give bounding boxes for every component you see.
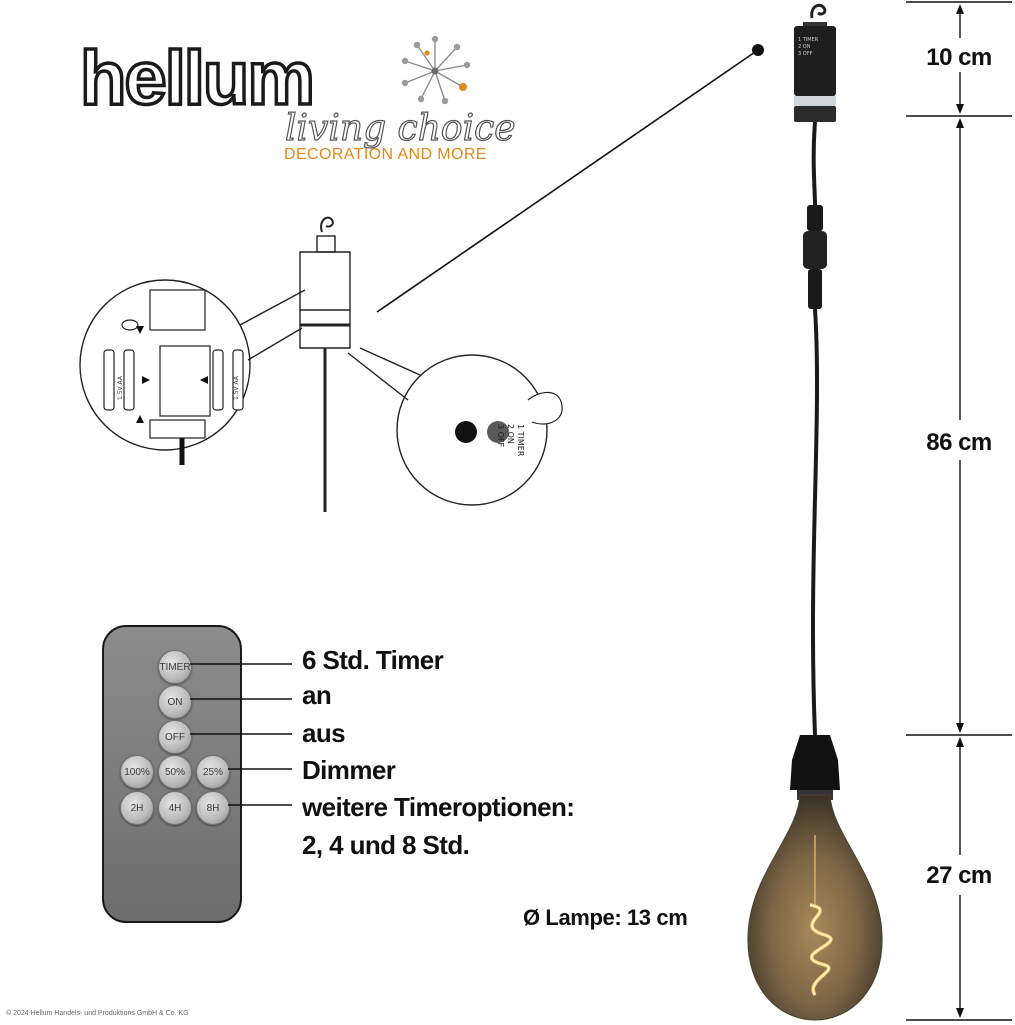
- remote-2h-button[interactable]: 2H: [120, 791, 154, 825]
- dandelion-icon: [401, 35, 471, 105]
- remote-label-on: an: [302, 680, 332, 710]
- remote-4h-button[interactable]: 4H: [158, 791, 192, 825]
- top-cap-illustration: 1 TIMER 2 ON 3 OFF: [794, 3, 836, 122]
- remote-dim-50-button[interactable]: 50%: [158, 755, 192, 789]
- battery-cell-label: 1.5V AA: [117, 375, 124, 400]
- battery-sketch: 1.5V AA 1.5V AA 1 TIMER 2 ON 3 OFF: [79, 216, 563, 512]
- dimension-bulb: 27 cm: [926, 862, 992, 889]
- remote-dim-25-button[interactable]: 25%: [196, 755, 230, 789]
- switch-option-timer: 1 TIMER: [516, 424, 525, 457]
- remote-dim-100-button[interactable]: 100%: [120, 755, 154, 789]
- remote-label-more-timers: weitere Timeroptionen:: [302, 792, 575, 822]
- svg-text:2 ON: 2 ON: [798, 44, 811, 50]
- remote-label-more-timers-values: 2, 4 und 8 Std.: [302, 830, 470, 860]
- switch-option-on: 2 ON: [506, 424, 515, 444]
- remote-label-timer: 6 Std. Timer: [302, 645, 444, 675]
- edison-bulb: [747, 794, 883, 1021]
- remote-timer-button[interactable]: TIMER: [158, 650, 192, 684]
- remote-label-off: aus: [302, 718, 346, 748]
- switch-knob-icon: [487, 421, 509, 443]
- remote-on-button[interactable]: ON: [158, 685, 192, 719]
- dimension-lines: [906, 1, 1012, 1021]
- lamp-diameter-label: Ø Lampe: 13 cm: [523, 905, 688, 930]
- brand-tagline: DECORATION AND MORE: [284, 146, 487, 163]
- dimension-top: 10 cm: [926, 44, 992, 71]
- svg-text:1 TIMER: 1 TIMER: [798, 37, 819, 43]
- finger-icon: [527, 391, 563, 425]
- switch-option-off: 3 OFF: [496, 424, 505, 448]
- brand-name: hellum: [80, 36, 313, 121]
- brand-logo: hellum living choice: [78, 34, 516, 149]
- dimension-cable: 86 cm: [926, 429, 992, 456]
- copyright-text: © 2024 Hellum Handels- und Produktions G…: [6, 1010, 189, 1017]
- remote-control: TIMER ON OFF 100% 50% 25% 2H 4H 8H: [102, 625, 242, 923]
- remote-8h-button[interactable]: 8H: [196, 791, 230, 825]
- brand-script: living choice: [285, 108, 516, 149]
- svg-text:3 OFF: 3 OFF: [798, 51, 813, 57]
- remote-off-button[interactable]: OFF: [158, 720, 192, 754]
- switch-dot-icon: [455, 421, 477, 443]
- remote-label-dimmer: Dimmer: [302, 755, 396, 785]
- battery-cell-label-right: 1.5V AA: [233, 375, 240, 400]
